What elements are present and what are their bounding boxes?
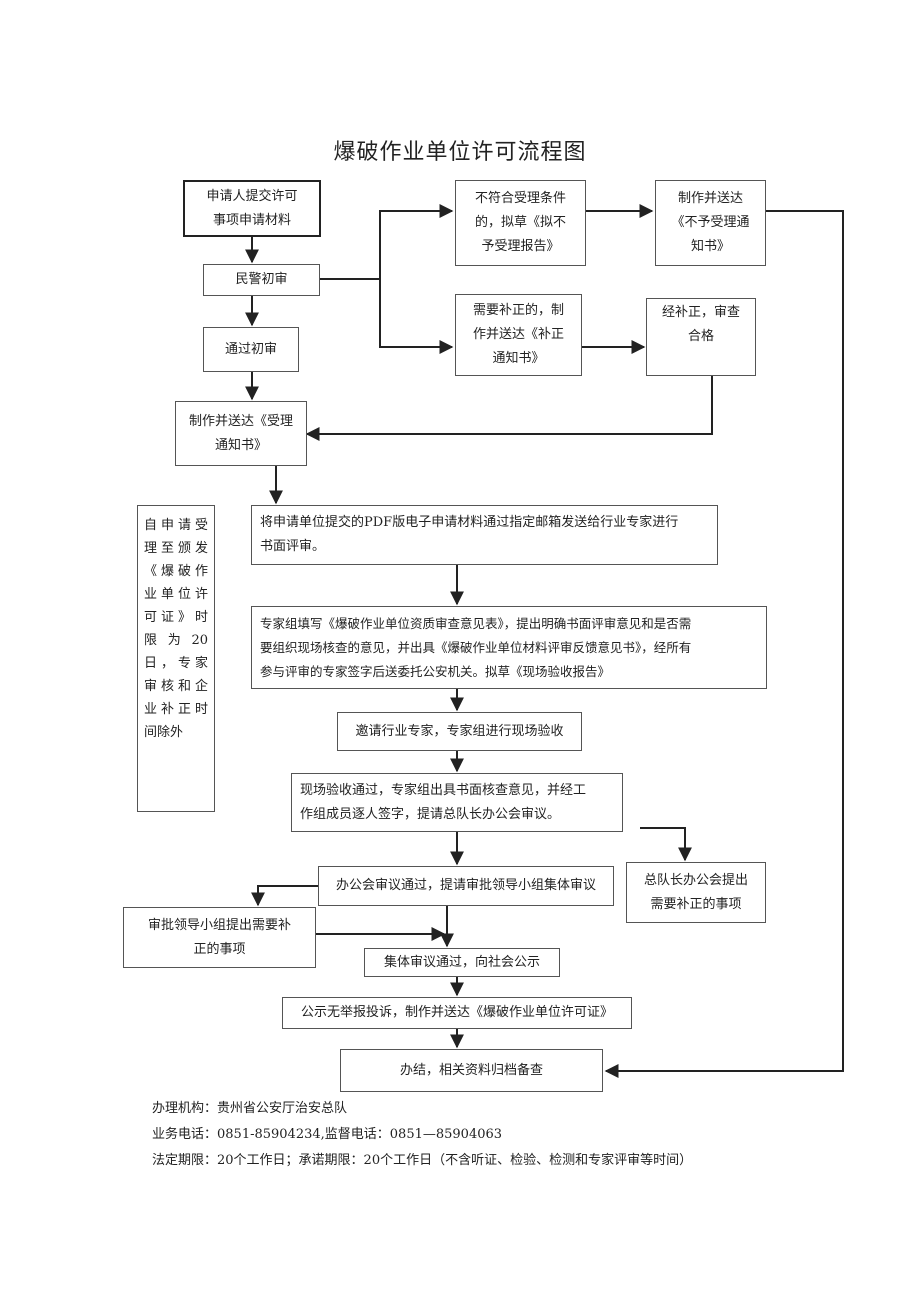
collective-pass-text: 集体审议通过，向社会公示 [383,954,540,970]
apply-text: 申请人提交许可 事项申请材料 [206,188,298,228]
apply-box: 申请人提交许可 事项申请材料 [183,180,321,237]
expert-form-text: 专家组填写《爆破作业单位资质审查意见表》，提出明确书面评审意见和是否需 要组织现… [260,615,692,679]
send-accept-text: 制作并送达《受理 通知书》 [188,413,293,453]
collective-pass-box: 集体审议通过，向社会公示 [364,948,560,977]
not-qualified-text: 不符合受理条件 的，拟草《拟不 予受理报告》 [474,191,566,254]
correction-ok-text: 经补正，审查 合格 [661,305,740,344]
pass-initial-text: 通过初审 [224,341,277,357]
footer-deadline: 法定期限：20个工作日；承诺期限：20个工作日（不含听证、检验、检测和专家评审等… [152,1153,693,1168]
initial-review-text: 民警初审 [235,272,288,287]
arrow-ok-to-accept [305,376,713,441]
arrow-reject-to-archive [604,210,844,1078]
need-correction-box: 需要补正的，制 作并送达《补正 通知书》 [455,294,582,376]
not-qualified-box: 不符合受理条件 的，拟草《拟不 予受理报告》 [455,180,586,266]
publicity-text: 公示无举报投诉，制作并送达《爆破作业单位许可证》 [300,1005,613,1020]
need-correction-text: 需要补正的，制 作并送达《补正 通知书》 [472,303,564,366]
office-meeting-box: 办公会审议通过，提请审批领导小组集体审议 [318,866,614,906]
send-accept-box: 制作并送达《受理 通知书》 [175,401,307,466]
footer-agency: 办理机构：贵州省公安厅治安总队 [152,1101,348,1116]
archive-box: 办结，相关资料归档备查 [340,1049,603,1092]
publicity-box: 公示无举报投诉，制作并送达《爆破作业单位许可证》 [282,997,632,1029]
office-meeting-text: 办公会审议通过，提请审批领导小组集体审议 [335,878,596,893]
send-reject-text: 制作并送达 《不予受理通 知书》 [671,191,750,254]
initial-review-box: 民警初审 [203,264,320,296]
arrow-to-chief-correction [640,827,692,862]
inspection-pass-text: 现场验收通过，专家组出具书面核查意见，并经工 作组成员逐人签字，提请总队长办公会… [300,782,587,822]
arrow-review-to-correction [379,279,454,354]
correction-ok-box: 经补正，审查 合格 [646,298,756,376]
send-experts-text: 将申请单位提交的PDF版电子申请材料通过指定邮箱发送给行业专家进行 书面评审。 [260,515,679,554]
send-experts-box: 将申请单位提交的PDF版电子申请材料通过指定邮箱发送给行业专家进行 书面评审。 [251,505,718,565]
archive-text: 办结，相关资料归档备查 [399,1062,543,1078]
site-inspection-text: 邀请行业专家，专家组进行现场验收 [355,723,564,739]
site-inspection-box: 邀请行业专家，专家组进行现场验收 [337,712,582,751]
inspection-pass-box: 现场验收通过，专家组出具书面核查意见，并经工 作组成员逐人签字，提请总队长办公会… [291,773,623,832]
footer-phone: 业务电话：0851-85904234,监督电话：0851—85904063 [152,1127,503,1142]
chief-correction-text: 总队长办公会提出 需要补正的事项 [643,872,748,912]
pass-initial-box: 通过初审 [203,327,299,372]
chief-correction-box: 总队长办公会提出 需要补正的事项 [626,862,766,923]
leader-correction-text: 审批领导小组提出需要补 正的事项 [147,917,291,957]
arrow-review-to-reject [320,204,454,280]
leader-correction-box: 审批领导小组提出需要补 正的事项 [123,907,316,968]
expert-form-box: 专家组填写《爆破作业单位资质审查意见表》，提出明确书面评审意见和是否需 要组织现… [251,606,767,689]
time-limit-note: 自申请受理至颁发《爆破作业单位许可证》时限为20日，专家审核和企业补正时间除外 [137,505,215,812]
send-reject-box: 制作并送达 《不予受理通 知书》 [655,180,766,266]
page-title: 爆破作业单位许可流程图 [333,140,587,165]
arrow-to-leader-correction [251,885,318,907]
